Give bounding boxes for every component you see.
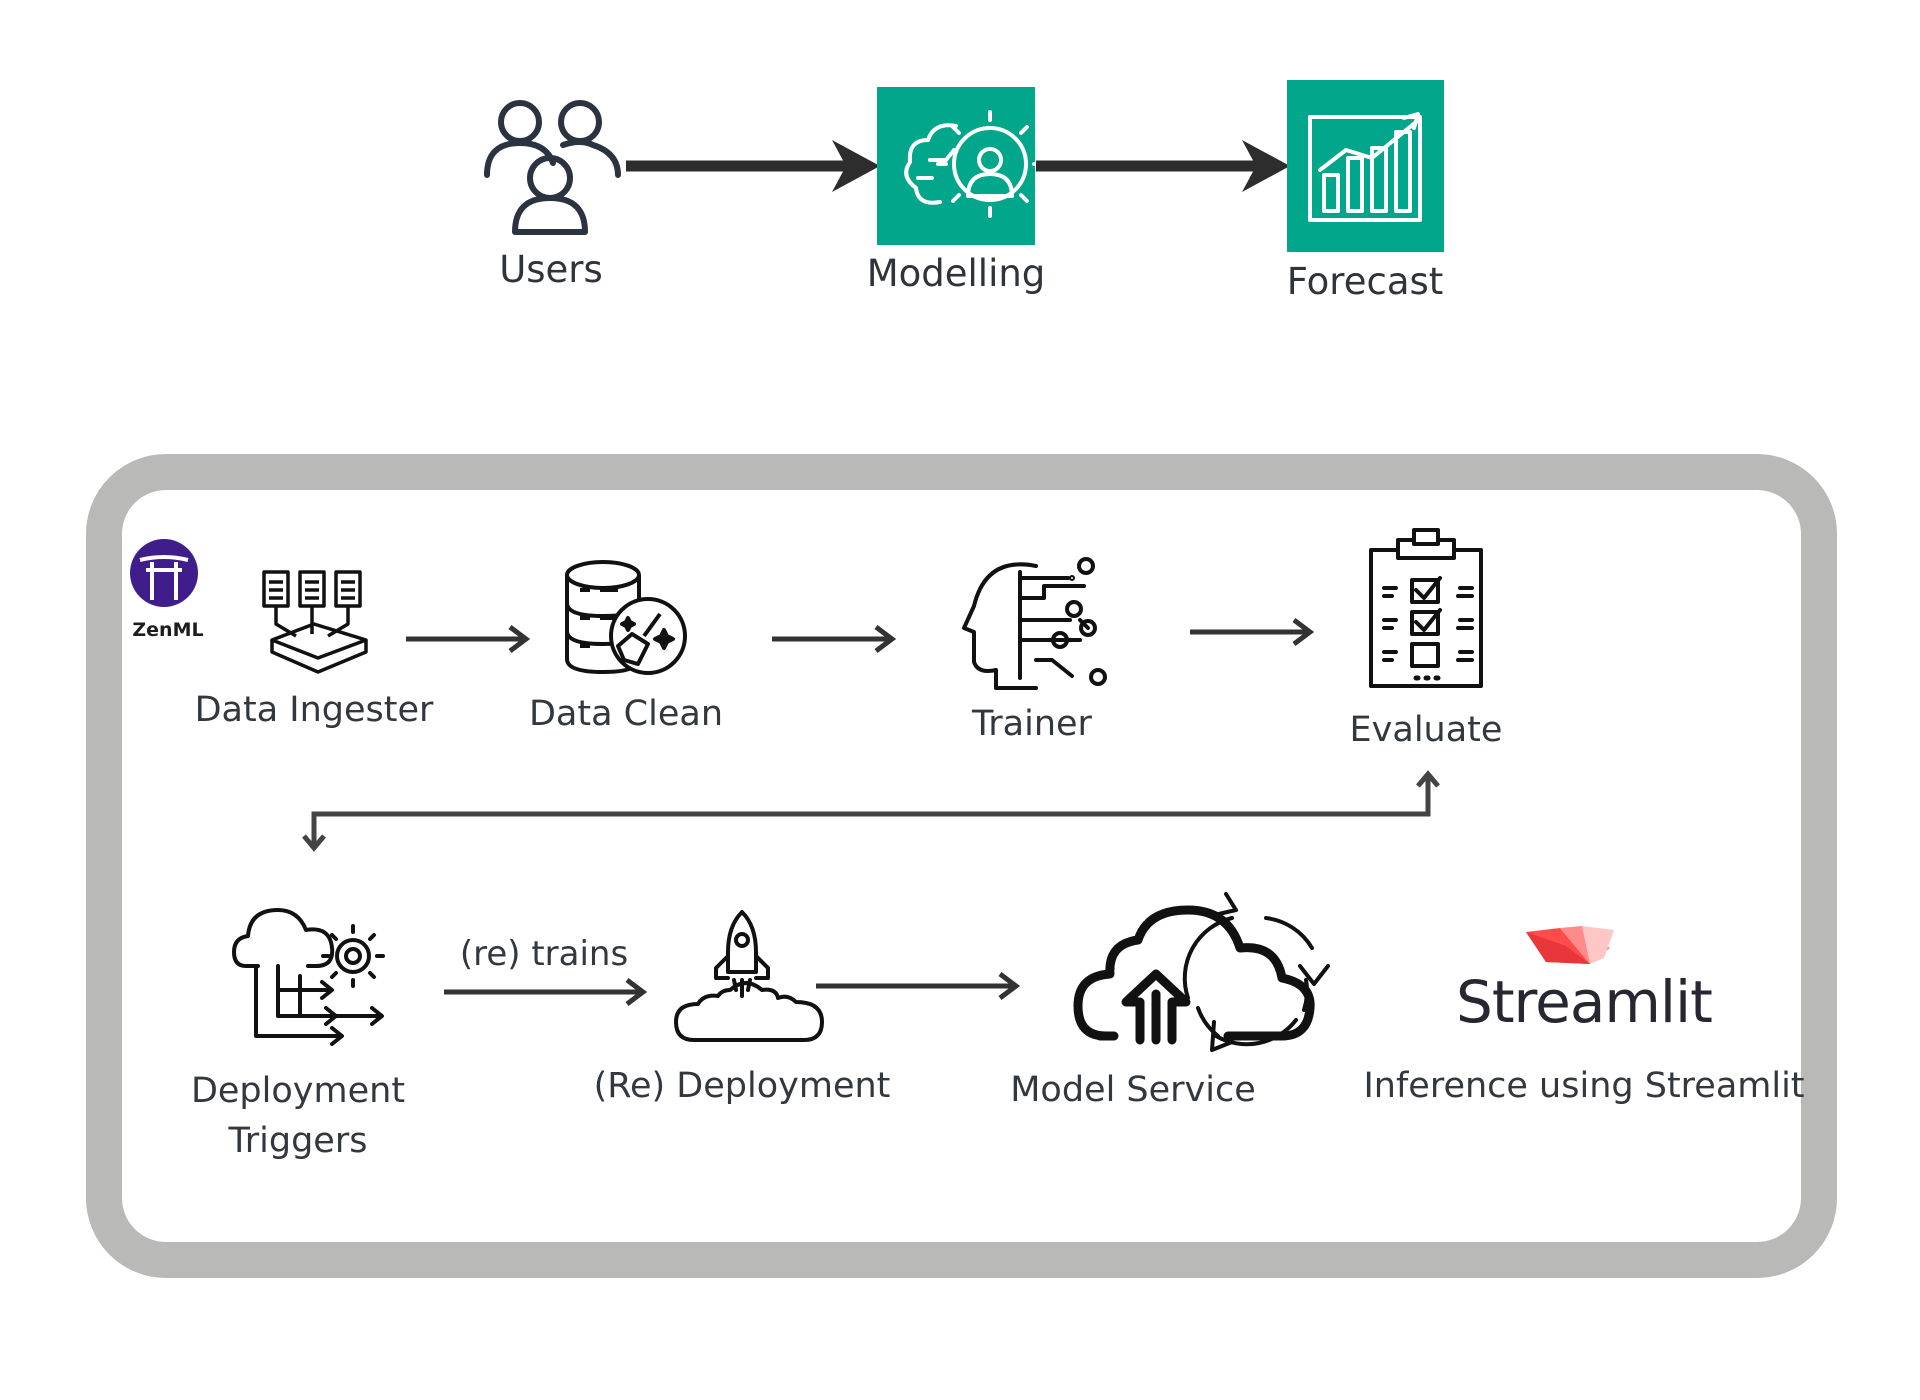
deployment-triggers-label: Deployment Triggers [191,1066,405,1166]
forecast-label: Forecast [1286,260,1444,303]
cloud-upload-icon [1073,905,1315,1045]
arrow-redeployment-to-service [816,972,1021,1000]
deployment-triggers-icon [232,908,385,1046]
trainer-label: Trainer [972,704,1092,744]
arrow-modelling-to-forecast [1036,140,1290,192]
data-clean-label: Data Clean [528,694,724,734]
data-clean-icon [565,560,687,675]
data-ingester-icon [262,570,368,674]
rocket-icon [674,910,824,1042]
model-service-label: Model Service [1010,1070,1256,1110]
arrow-trainer-to-evaluate [1190,618,1315,646]
modelling-icon [877,87,1044,245]
users-label: Users [499,248,603,291]
evaluate-label: Evaluate [1349,710,1503,750]
arrow-triggers-to-redeployment [444,978,648,1006]
arrow-ingester-to-clean [406,625,531,653]
modelling-label: Modelling [866,252,1046,295]
deployment-triggers-label-line1: Deployment [190,1071,406,1111]
inference-label: Inference using Streamlit [1363,1066,1805,1106]
deployment-triggers-label-line2: Triggers [228,1121,368,1161]
zenml-logo-text: ZenML [132,619,204,641]
arrow-clean-to-trainer [772,625,897,653]
evaluate-icon [1369,528,1483,688]
trainer-icon [962,557,1107,690]
data-ingester-label: Data Ingester [194,690,434,730]
re-deployment-label: (Re) Deployment [593,1066,891,1106]
retrains-arrow-label: (re) trains [459,934,629,974]
forecast-icon [1287,80,1444,252]
zenml-logo [130,539,198,607]
connector-evaluate-to-triggers [302,770,1440,852]
streamlit-logo-icon [1526,926,1614,964]
refresh-cycle-icon [1182,892,1330,1052]
users-icon [484,100,621,235]
streamlit-wordmark: Streamlit [1456,968,1713,1036]
pipeline-container [86,454,1837,1278]
arrow-users-to-modelling [626,140,880,192]
